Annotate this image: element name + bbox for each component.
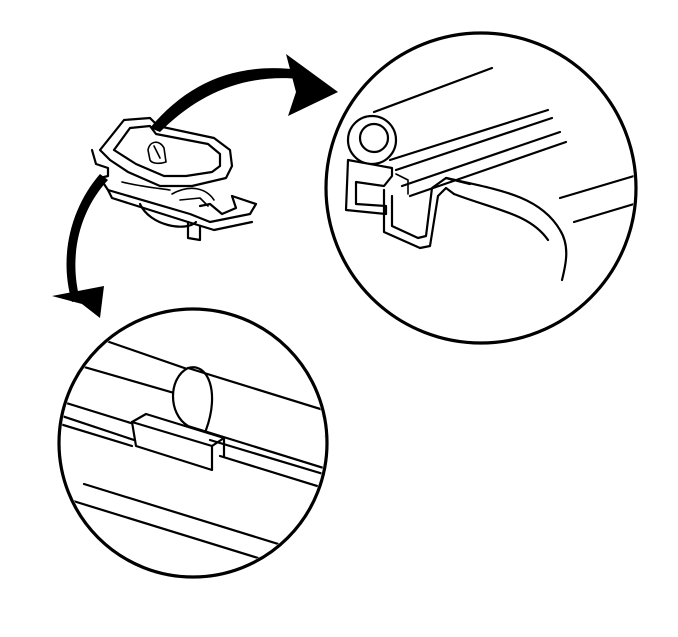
retainer-clip bbox=[90, 116, 258, 242]
arrow-to-upper-detail bbox=[150, 54, 338, 132]
weatherstrip-section-detail bbox=[324, 31, 638, 345]
clip-on-flange-detail bbox=[57, 307, 329, 579]
arrow-to-lower-detail bbox=[52, 174, 108, 318]
